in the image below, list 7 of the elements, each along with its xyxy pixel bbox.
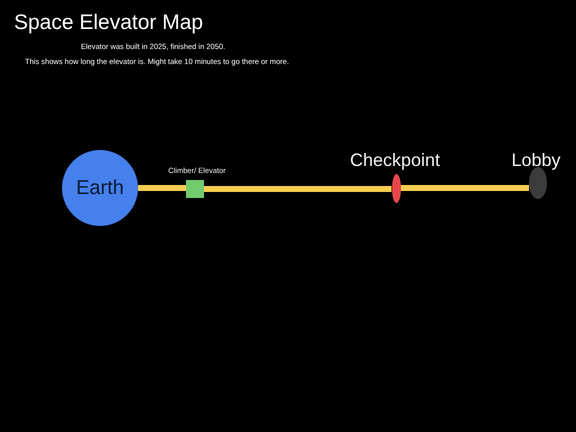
node-label: Lobby bbox=[511, 150, 561, 171]
title: Space Elevator Map bbox=[14, 11, 204, 35]
elevator-cable bbox=[138, 185, 186, 191]
elevator-cable bbox=[400, 185, 529, 191]
node-label: Checkpoint bbox=[350, 150, 440, 171]
elevator-cable bbox=[204, 186, 392, 192]
node-label: Earth bbox=[76, 176, 124, 200]
